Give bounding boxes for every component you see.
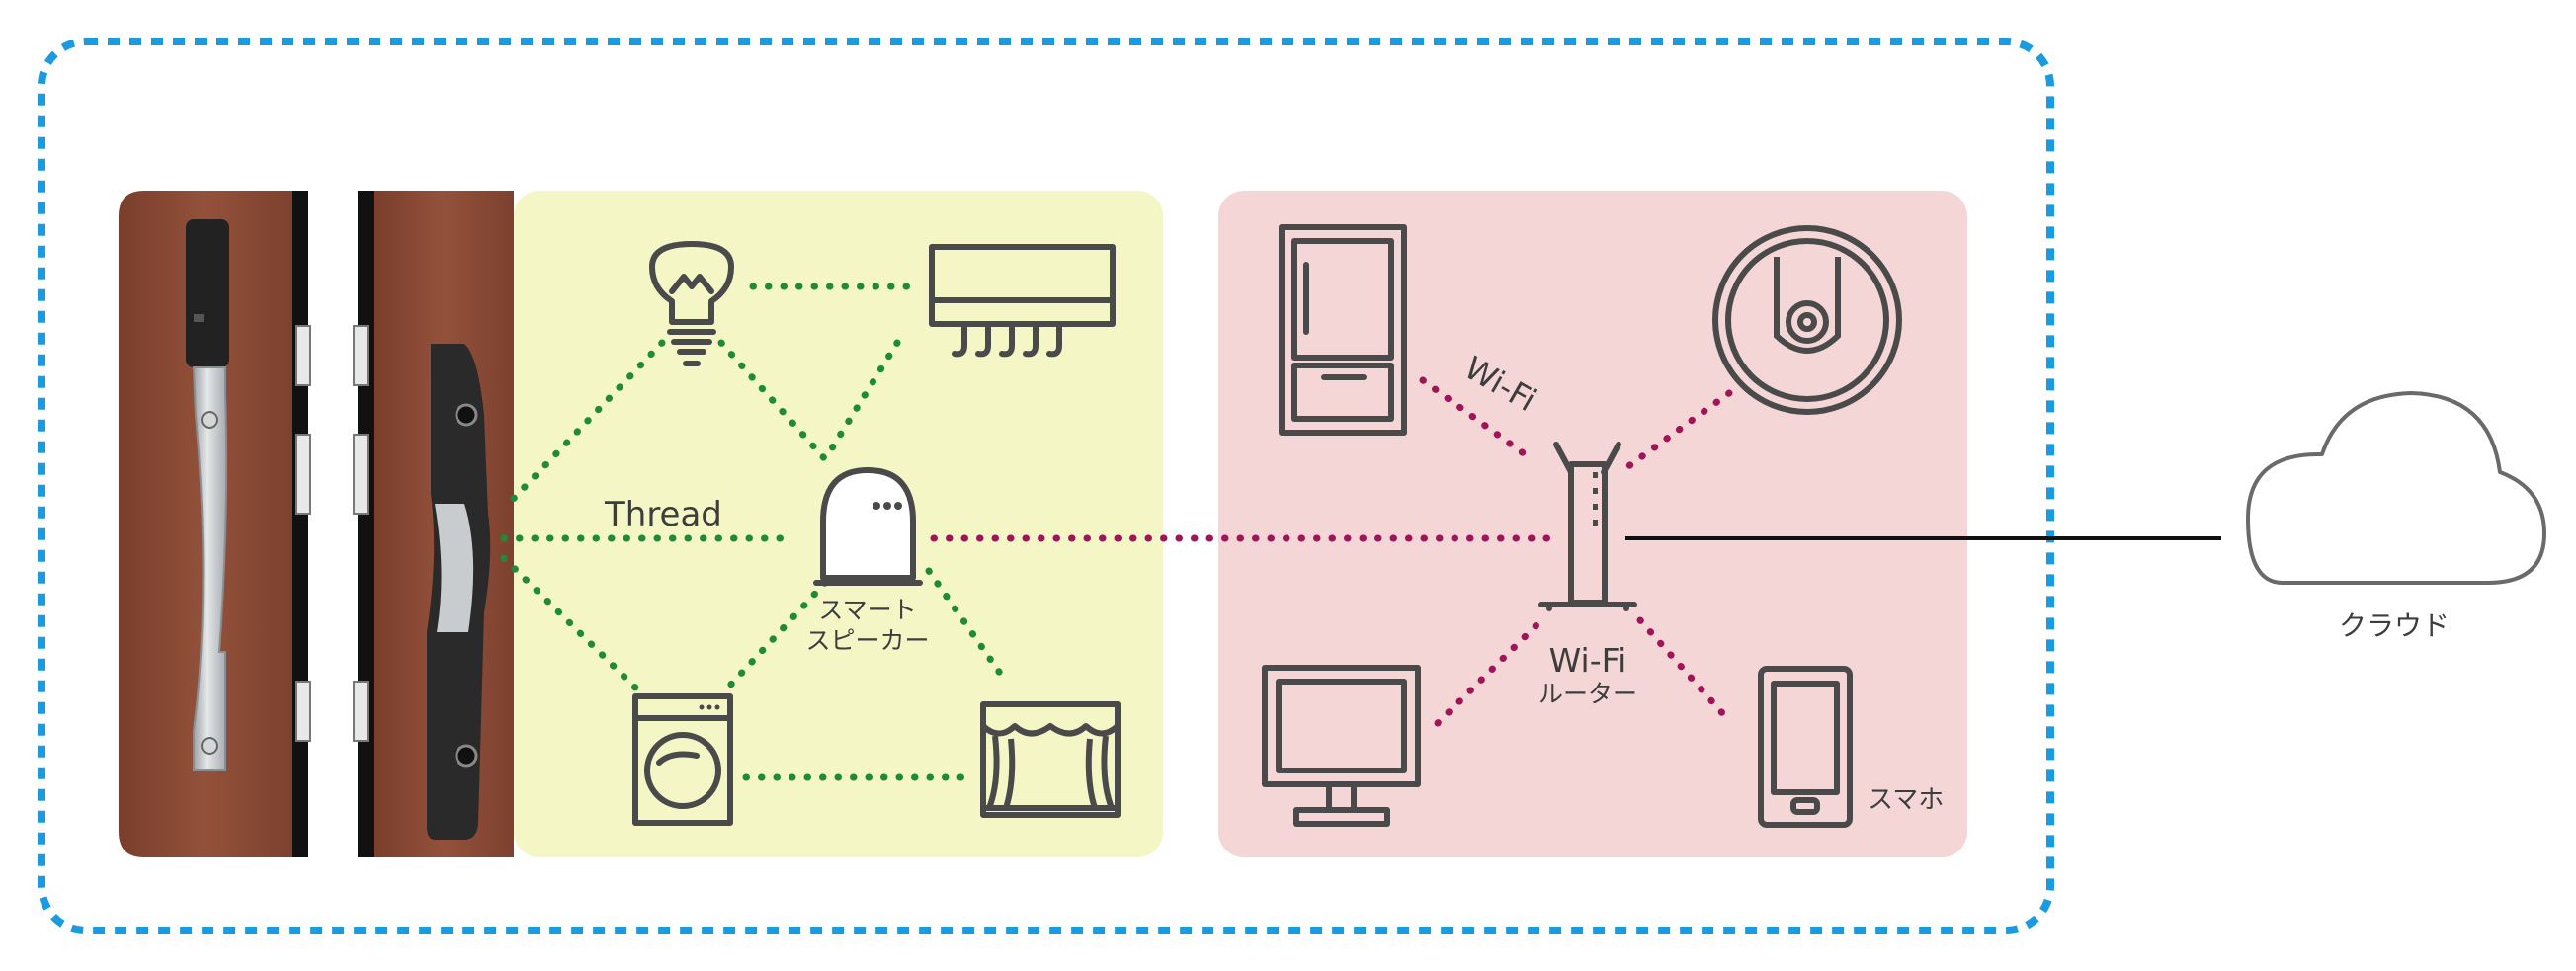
cloud-label: クラウド: [2339, 609, 2450, 642]
wifi-router-icon: [1538, 442, 1637, 611]
door-lock-exterior-icon: [119, 191, 311, 857]
smart-speaker-icon: [813, 467, 923, 586]
washing-machine-icon: [632, 693, 733, 826]
air-conditioner-icon: [929, 244, 1116, 358]
robot-vacuum-icon: [1712, 225, 1902, 415]
curtain-icon: [980, 701, 1121, 818]
light-bulb-icon: [649, 241, 734, 366]
smartphone-label: スマホ: [1868, 785, 1944, 815]
thread-label: Thread: [604, 495, 722, 534]
router-label: Wi-Fi: [1549, 641, 1627, 680]
smart-speaker-label-line2: スピーカー: [805, 626, 929, 655]
door-lock-interior-icon: [353, 191, 514, 857]
thread-links: [500, 283, 1010, 781]
monitor-icon: [1262, 665, 1421, 827]
refrigerator-icon: [1279, 224, 1407, 436]
cloud-icon: [2246, 391, 2546, 585]
wifi-links: [930, 376, 1735, 727]
home-network-boundary: [38, 38, 2054, 934]
smartphone-icon: [1758, 666, 1853, 828]
smart-speaker-label: スマート: [818, 596, 916, 624]
router-label-line2: ルーター: [1538, 680, 1637, 708]
